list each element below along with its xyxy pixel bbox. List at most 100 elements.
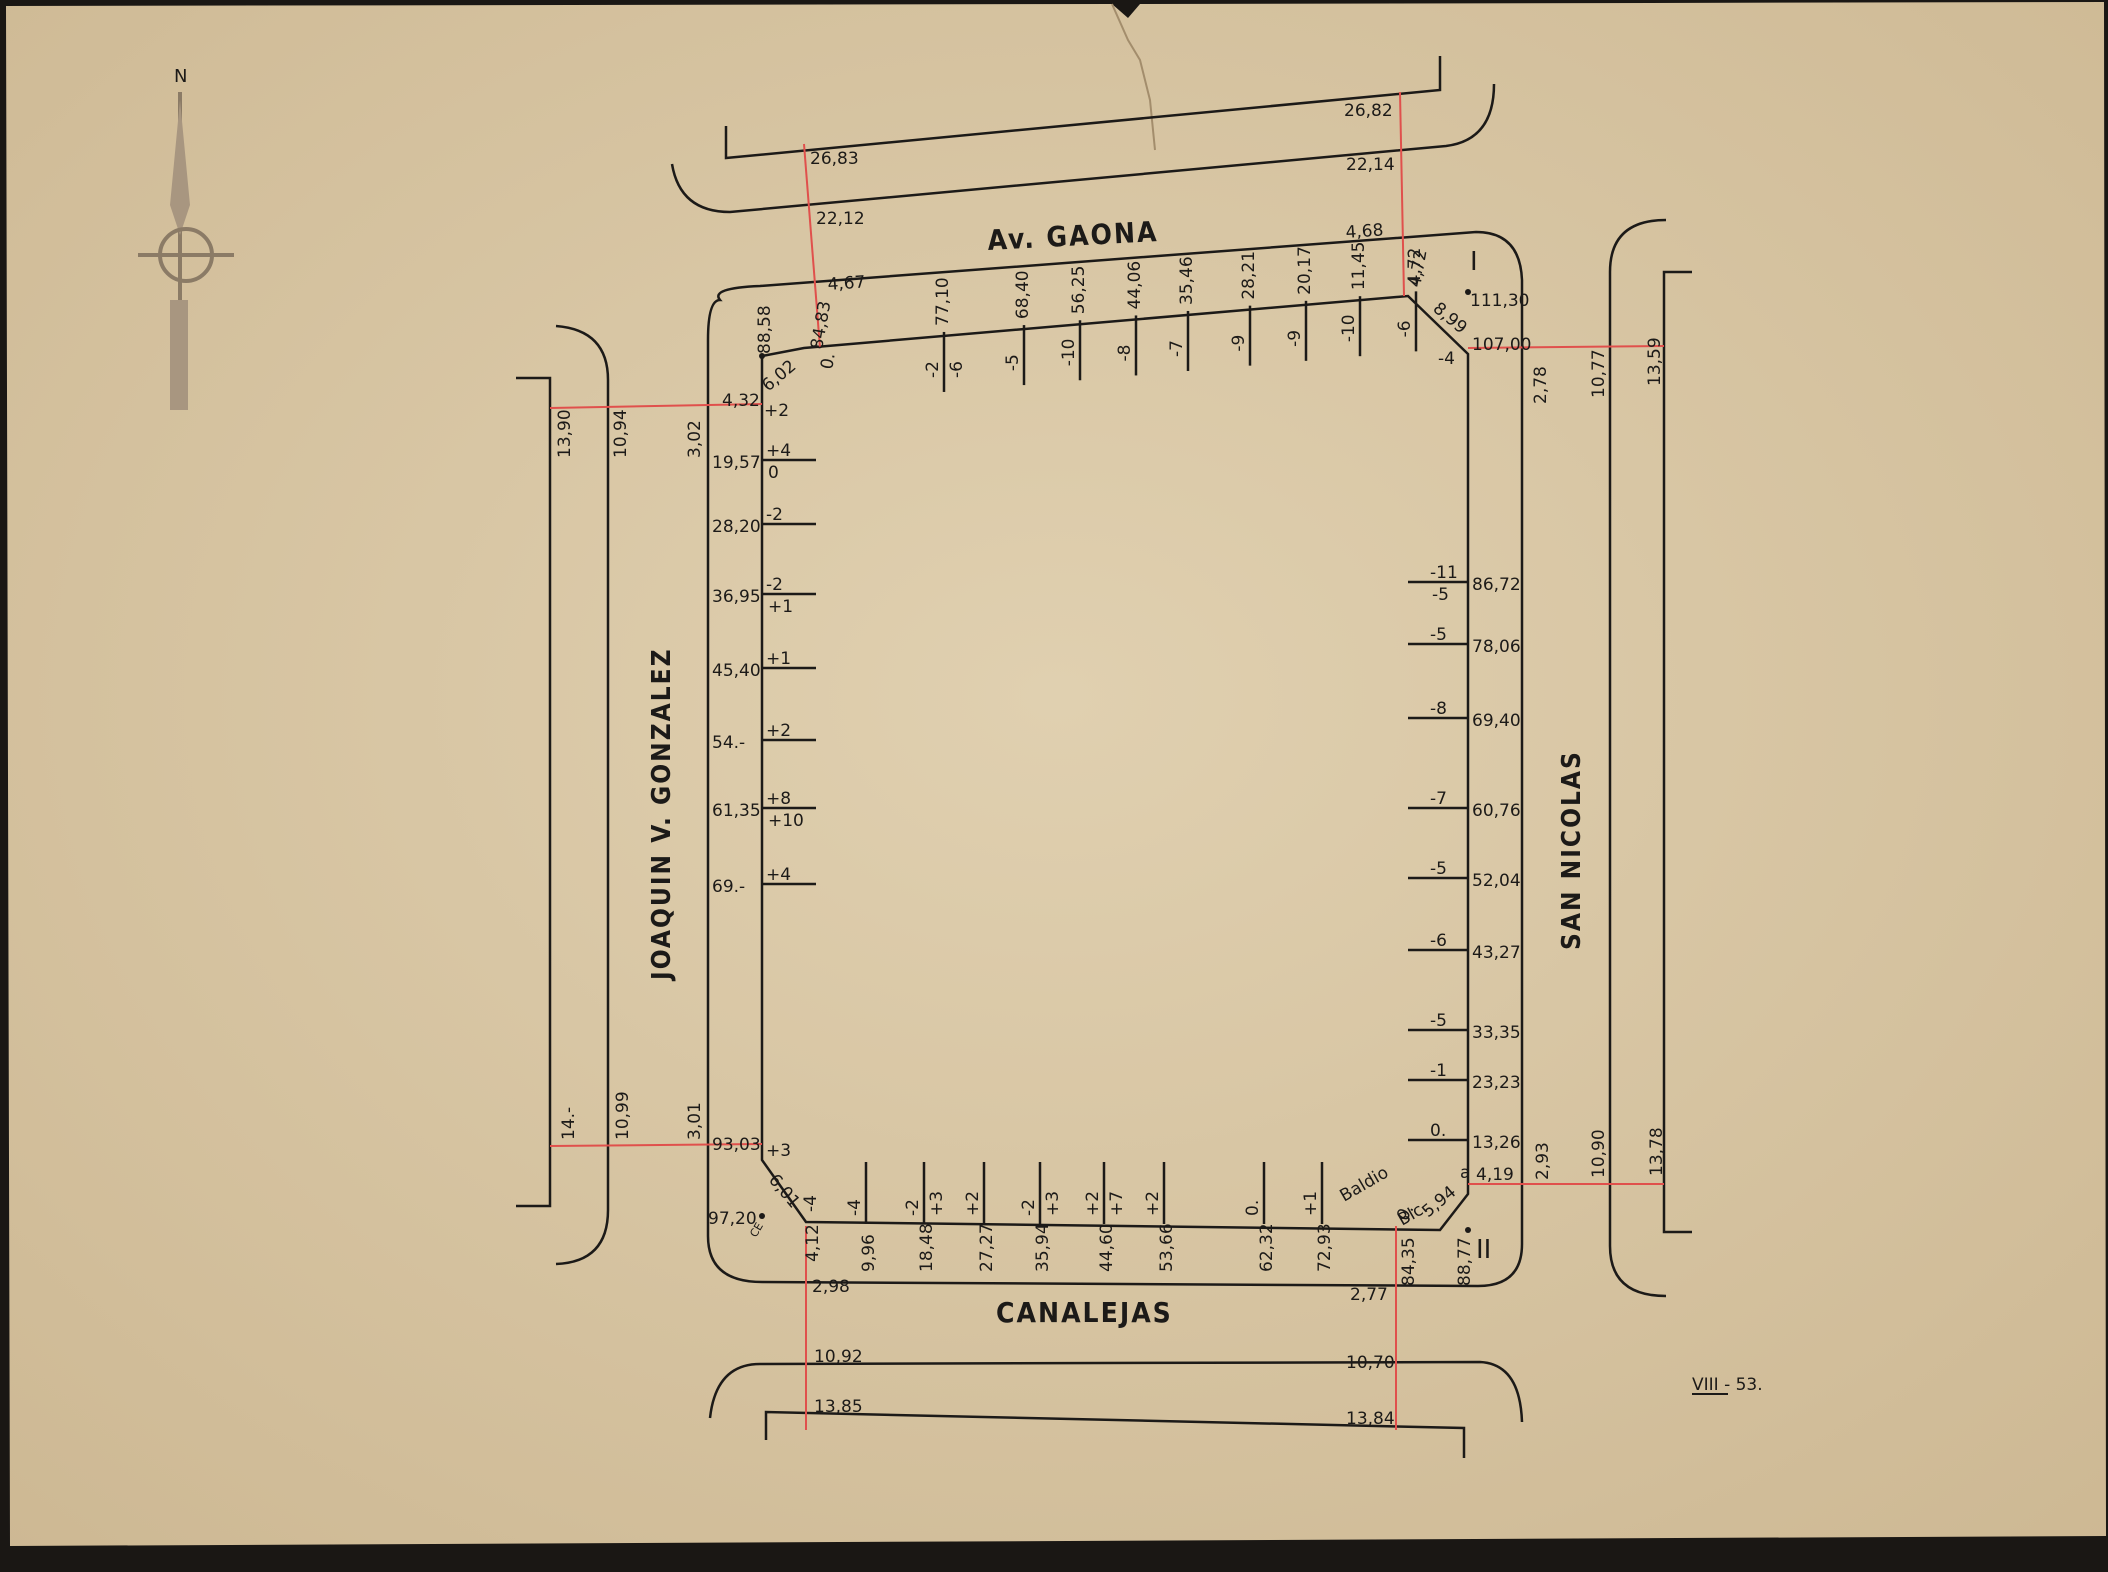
east-tick-dist: 33,35 [1472, 1023, 1521, 1043]
south-tick-dist: 44,60 [1097, 1223, 1117, 1272]
north-tick-dist: 28,21 [1239, 251, 1259, 300]
east-tick-value: -7 [1430, 789, 1447, 809]
north-far-curb [724, 56, 1442, 160]
north-tick-dist: 77,10 [933, 277, 953, 326]
south-tick-dist: 72,93 [1315, 1223, 1335, 1272]
xs-north-east-1: 22,14 [1346, 155, 1395, 175]
south-tick-value: -2 [1019, 1199, 1039, 1216]
xs-north-west-0: 26,83 [810, 149, 859, 169]
block-outline [706, 230, 1524, 1288]
block-outer-curb [706, 230, 1524, 1288]
north-tick-value: -9 [1285, 330, 1305, 347]
south-tick-value: +2 [1143, 1191, 1163, 1216]
xs-south-west-2: 13,85 [814, 1397, 863, 1417]
north-near-curb [670, 83, 1496, 214]
east-tick-value: -11 [1430, 563, 1458, 583]
east-tick-value: -6 [1430, 931, 1447, 951]
west-tick-dist: 69.- [712, 877, 745, 897]
label-ce: CE [747, 1220, 766, 1239]
west-tick-dist: 28,20 [712, 517, 761, 537]
south-tick-dist: 9,96 [859, 1234, 879, 1272]
north-tick-value: -7 [1167, 340, 1187, 357]
south-tick-dist: 27,27 [977, 1223, 997, 1272]
east-tick-value: -5 [1430, 859, 1447, 879]
east-tick-dist: 86,72 [1472, 575, 1521, 595]
red-measurement-lines [549, 91, 1665, 1430]
north-tick-value: -5 [1003, 354, 1023, 371]
cv-nw-88: 88,58 [755, 305, 775, 354]
north-minus4: -4 [1438, 349, 1455, 369]
xs-west-north-2: 3,02 [685, 420, 705, 458]
xs-east-north-1: 10,77 [1589, 349, 1609, 398]
west-tick-dist: 54.- [712, 733, 745, 753]
north-tick-dist: 68,40 [1013, 270, 1033, 319]
west-far-curb [516, 376, 552, 1208]
south-minus4: -4 [801, 1195, 821, 1212]
east-tick-dist: 60,76 [1472, 801, 1521, 821]
xs-east-south-0: 2,93 [1533, 1142, 1553, 1180]
cv-se-8435: 84,35 [1399, 1237, 1419, 1286]
cv-se-419: 4,19 [1476, 1165, 1514, 1185]
west-side-ticks: 19,57+4028,20-236,95-2+145,40+154.-+261,… [712, 441, 816, 897]
south-tick-dist: 35,94 [1033, 1223, 1053, 1272]
sheet-number: VIII - 53. [1692, 1375, 1763, 1395]
cv-ne-111: 111,30 [1470, 291, 1529, 311]
west-tick-value: +4 [766, 865, 791, 885]
north-tick-dist: 35,46 [1177, 256, 1197, 305]
cv-ne-107: 107,00 [1472, 335, 1531, 355]
cv-nw-side: 4,32 [722, 391, 760, 411]
cv-nw-top: 4,67 [827, 272, 866, 295]
west-plus3: +3 [766, 1141, 791, 1161]
street-name-south: CANALEJAS [996, 1296, 1173, 1329]
north-tick-value: -9 [1229, 335, 1249, 352]
west-tick-value: +2 [766, 721, 791, 741]
east-near-curb [1608, 218, 1667, 1298]
corner-mark-sw [759, 1213, 765, 1219]
north-side-ticks: 77,10-2-668,40-556,25-1044,06-835,46-728… [923, 242, 1425, 392]
south-tick-value-2: +3 [927, 1191, 947, 1216]
south-far-curb [764, 1410, 1466, 1458]
east-far-curb [1662, 270, 1692, 1234]
north-tick-dist: 44,06 [1125, 261, 1145, 310]
xs-south-east-0: 2,77 [1350, 1285, 1388, 1305]
west-tick-dist: 61,35 [712, 801, 761, 821]
xs-west-south-0: 14.- [559, 1107, 579, 1140]
north-tick-value: -10 [1339, 314, 1359, 342]
cv-se-8877: 88,77 [1455, 1237, 1475, 1286]
north-tick-value: -2 [923, 361, 943, 378]
west-tick-value-2: 0 [768, 463, 779, 483]
block-property-line [760, 294, 1470, 1232]
corner-marks [759, 289, 1471, 1233]
xs-south-west-1: 10,92 [814, 1347, 863, 1367]
xs-west-north-0: 13,90 [555, 409, 575, 458]
north-zero: 0. [817, 351, 840, 370]
corner-mark-ne [1465, 289, 1471, 295]
xs-east-south-1: 10,90 [1589, 1129, 1609, 1178]
west-tick-dist: 36,95 [712, 587, 761, 607]
north-tick-value: -10 [1059, 338, 1079, 366]
north-tick-dist: 20,17 [1295, 246, 1315, 295]
xs-south-east-2: 13,84 [1346, 1409, 1395, 1429]
south-a: a [1460, 1163, 1470, 1183]
west-plus2: +2 [764, 401, 789, 421]
east-side-ticks: 86,72-11-578,06-569,40-860,76-752,04-543… [1408, 563, 1521, 1153]
south-tick-dist: 53,66 [1157, 1223, 1177, 1272]
east-tick-value: 0. [1430, 1121, 1446, 1141]
xs-south-west-0: 2,98 [812, 1277, 850, 1297]
corner-mark-nw [759, 353, 765, 359]
east-tick-value: -8 [1430, 699, 1447, 719]
south-tick-value: +1 [1301, 1191, 1321, 1216]
south-tick-value: 0. [1243, 1200, 1263, 1216]
north-tick-dist: 11,45 [1349, 242, 1369, 291]
south-tick-value-2: +7 [1107, 1191, 1127, 1216]
east-tick-dist: 13,26 [1472, 1133, 1521, 1153]
north-tick-value: -8 [1115, 344, 1135, 361]
north-tick-dist: 56,25 [1069, 266, 1089, 315]
east-tick-value: -5 [1430, 625, 1447, 645]
east-tick-dist: 78,06 [1472, 637, 1521, 657]
corner-label-ne: I [1470, 247, 1478, 277]
street-cross-sections: 26,83 22,12 26,82 22,14 2,98 10,92 13,85… [555, 101, 1667, 1429]
south-tick-dist: 62,32 [1257, 1223, 1277, 1272]
paper-sheet [6, 2, 2106, 1546]
